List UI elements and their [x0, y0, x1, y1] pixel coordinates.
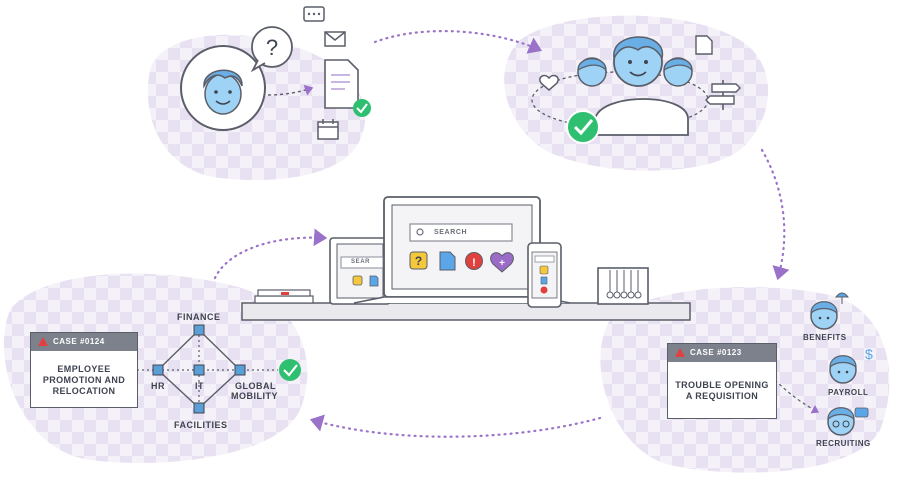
signpost-icon [705, 80, 741, 110]
node-label-global-line-1: GLOBAL [235, 381, 276, 391]
left-scene-network [137, 324, 301, 414]
arrow-bottom [309, 414, 602, 438]
warning-icon [38, 337, 48, 346]
check-icon [353, 99, 371, 117]
node-label-finance: FINANCE [177, 312, 221, 322]
laptop-search-label: SEARCH [434, 229, 468, 236]
svg-text:?: ? [266, 35, 278, 60]
case-title-line-1: EMPLOYEE [57, 364, 111, 374]
chat-icon [303, 6, 325, 22]
arrow-top [373, 29, 543, 54]
tablet-search-label: SEAR [351, 259, 371, 265]
case-title: TROUBLE OPENING A REQUISITION [668, 362, 776, 402]
case-header: CASE #0124 [31, 333, 137, 351]
case-id: CASE #0123 [690, 348, 742, 357]
case-card-0123: CASE #0123 TROUBLE OPENING A REQUISITION [667, 343, 777, 419]
svg-text:+: + [499, 258, 505, 269]
shelf [241, 302, 691, 321]
alert-icon: ! [465, 252, 483, 270]
document-icon [695, 35, 713, 55]
node-it [193, 364, 205, 376]
person-label-benefits: BENEFITS [803, 333, 847, 342]
heart-plus-icon: + [490, 252, 514, 273]
node-label-global-mobility: GLOBAL MOBILITY [231, 381, 278, 401]
node-label-global-line-2: MOBILITY [231, 391, 278, 401]
calendar-icon [317, 119, 339, 140]
books-icon [254, 289, 314, 304]
recruiting-person-icon [827, 407, 869, 436]
svg-text:?: ? [415, 254, 422, 268]
chat-icon [854, 407, 869, 418]
benefits-person-icon [810, 292, 850, 330]
newtons-cradle-icon [597, 267, 649, 305]
search-icon [416, 228, 424, 236]
case-title: EMPLOYEE PROMOTION AND RELOCATION [31, 351, 137, 397]
node-label-it: IT [195, 381, 204, 391]
dollar-icon: $ [865, 346, 873, 362]
node-facilities [193, 402, 205, 414]
node-global-mobility [234, 364, 246, 376]
check-icon [279, 359, 301, 381]
case-card-0124: CASE #0124 EMPLOYEE PROMOTION AND RELOCA… [30, 332, 138, 408]
center-scene: ? ! + [241, 196, 691, 321]
right-scene-people: $ [774, 292, 873, 436]
case-header: CASE #0123 [668, 344, 776, 362]
laptop-search-input [409, 223, 513, 242]
node-hr [152, 364, 164, 376]
document-icon [439, 251, 456, 271]
arrow-right-down [760, 148, 790, 281]
question-bubble-icon: ? [250, 26, 293, 73]
check-icon [566, 110, 600, 144]
node-finance [193, 324, 205, 336]
case-title-line-2: PROMOTION AND [42, 375, 126, 385]
person-label-payroll: PAYROLL [828, 388, 869, 397]
umbrella-icon [834, 292, 850, 298]
svg-text:!: ! [472, 257, 476, 269]
case-id: CASE #0124 [53, 337, 105, 346]
case-title-line-3: RELOCATION [52, 386, 116, 396]
case-title-line-1: TROUBLE OPENING [675, 380, 769, 390]
person-label-recruiting: RECRUITING [816, 439, 871, 448]
node-label-facilities: FACILITIES [174, 420, 228, 430]
node-label-hr: HR [151, 381, 165, 391]
arrow-left-up [213, 228, 328, 280]
top-right-scene [531, 35, 741, 144]
mail-icon [324, 31, 346, 47]
warning-icon [675, 348, 685, 357]
document-icon [324, 59, 359, 109]
heart-icon [539, 74, 559, 91]
payroll-person-icon: $ [829, 346, 873, 384]
top-left-scene: ? [180, 6, 371, 140]
case-title-line-2: A REQUISITION [685, 391, 759, 401]
question-icon: ? [409, 251, 428, 270]
group-faces-icon [594, 98, 689, 136]
